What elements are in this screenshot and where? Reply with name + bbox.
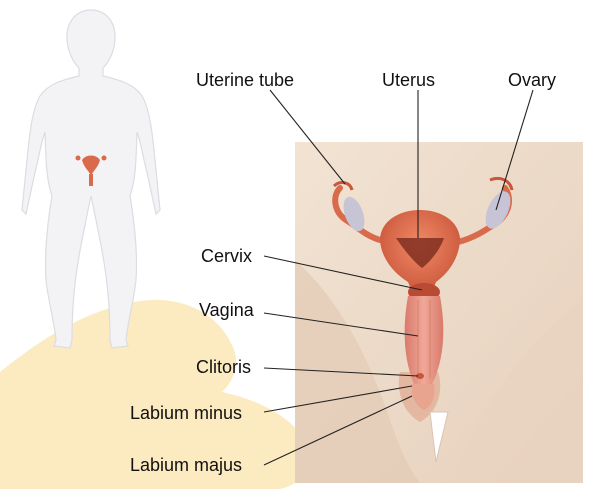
figure-organ-icon — [75, 155, 107, 186]
clitoris-shape — [416, 373, 424, 379]
leader-lines — [263, 89, 534, 466]
leader-ovary — [495, 89, 534, 211]
leader-uterine-tube — [269, 89, 346, 185]
leader-cervix — [263, 255, 423, 291]
leader-labium-majus — [263, 395, 413, 466]
right-ovary — [485, 191, 511, 229]
yellow-glow — [0, 299, 311, 489]
leader-vagina — [263, 312, 419, 337]
label-clitoris: Clitoris — [196, 357, 252, 377]
vagina-shape — [404, 296, 444, 384]
leader-clitoris — [263, 367, 419, 377]
label-labium-majus: Labium majus — [130, 455, 243, 475]
leader-labium-minus — [263, 385, 413, 413]
detail-panel — [295, 142, 583, 483]
left-ovary — [343, 196, 365, 232]
label-uterus: Uterus — [382, 70, 436, 90]
label-vagina: Vagina — [199, 300, 254, 320]
label-labium-minus: Labium minus — [130, 403, 243, 423]
label-cervix: Cervix — [201, 246, 253, 266]
label-ovary: Ovary — [508, 70, 557, 90]
label-uterine-tube: Uterine tube — [196, 70, 295, 90]
